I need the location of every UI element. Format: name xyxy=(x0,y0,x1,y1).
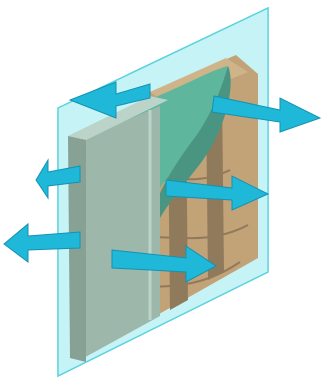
wall-diagram xyxy=(0,0,324,380)
wall-diagram-svg xyxy=(0,0,324,380)
